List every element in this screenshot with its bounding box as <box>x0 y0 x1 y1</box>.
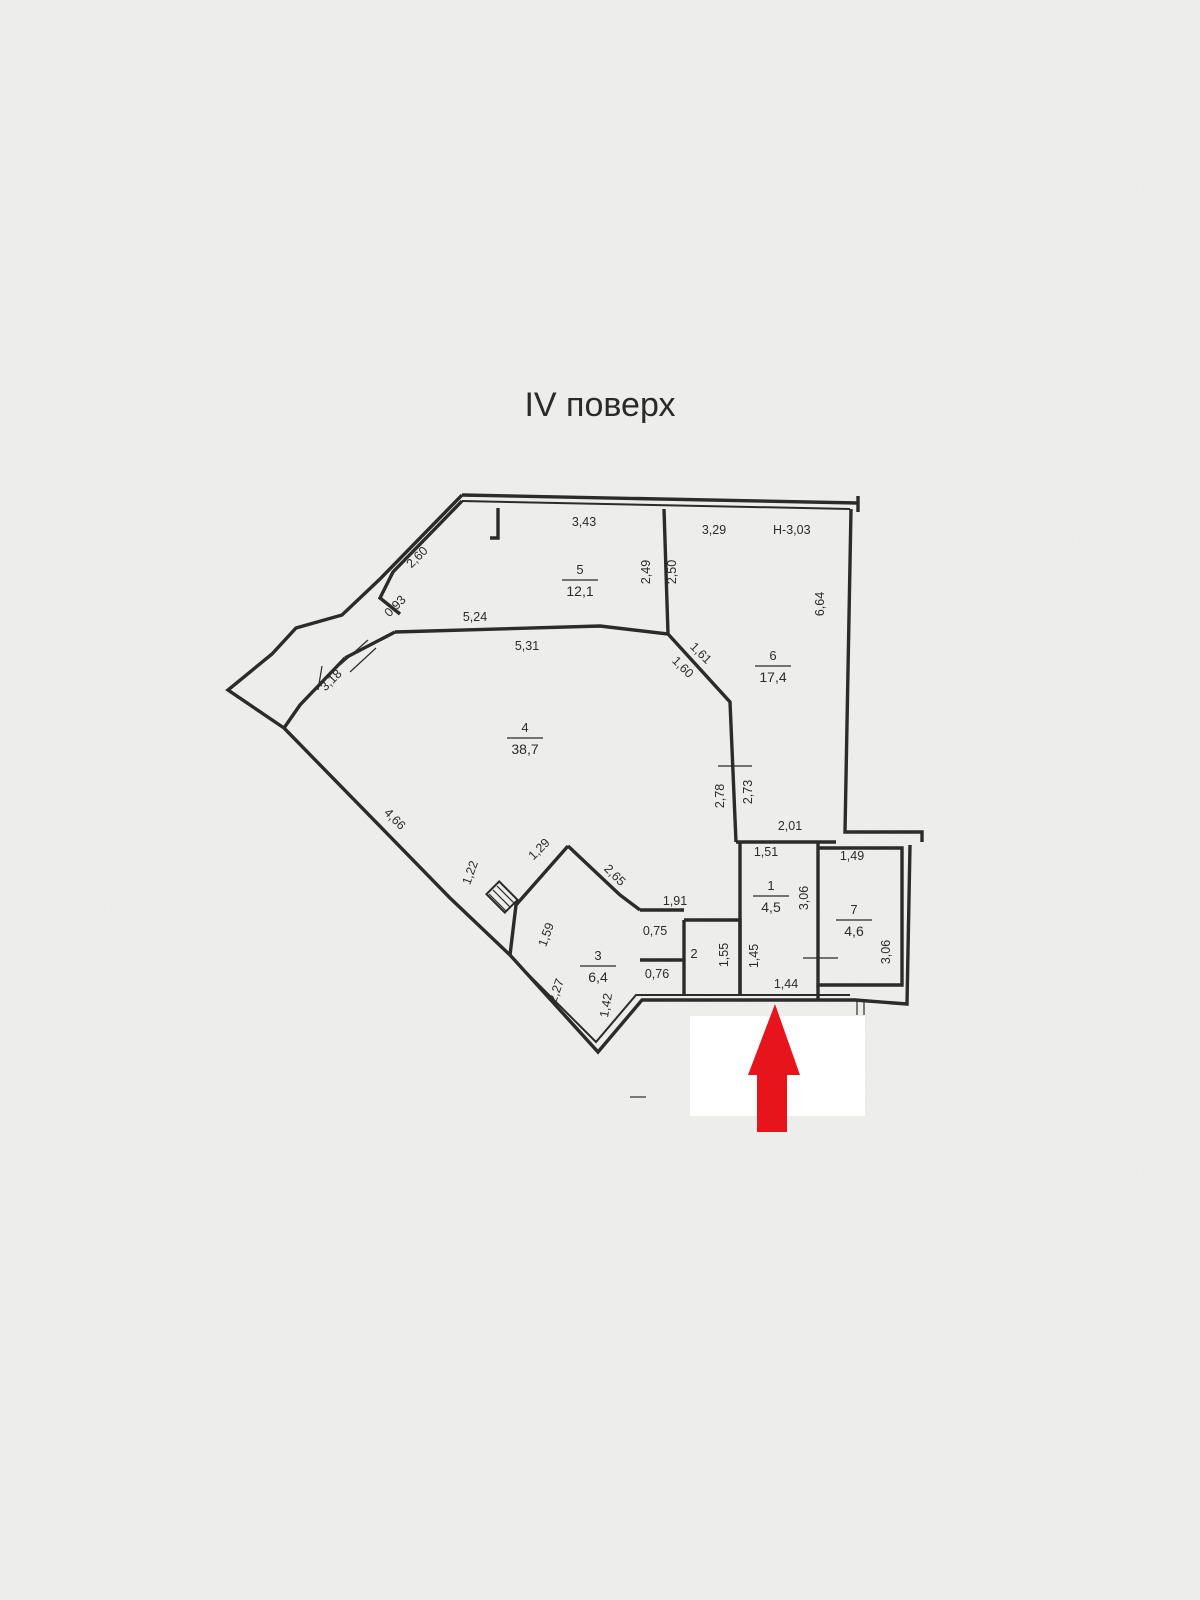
inner-walls <box>344 508 904 1000</box>
dim-0-75: 0,75 <box>643 924 667 938</box>
svg-text:6,4: 6,4 <box>588 969 608 985</box>
plan-details <box>317 639 865 1098</box>
room-1-label: 1 4,5 <box>753 878 789 915</box>
dim-3-06-a: 3,06 <box>797 886 811 910</box>
dim-1-59: 1,59 <box>536 921 557 949</box>
svg-text:4,6: 4,6 <box>844 923 864 939</box>
room-3-label: 3 6,4 <box>580 948 616 985</box>
ceiling-height-label: H-3,03 <box>773 523 811 537</box>
dim-1-44: 1,44 <box>774 977 798 991</box>
dimension-labels: 3,43 3,29 2,49 2,50 6,64 5,24 5,31 1,61 … <box>318 515 893 1019</box>
dim-1-49: 1,49 <box>840 849 864 863</box>
dim-1-91: 1,91 <box>663 894 687 908</box>
dim-2-60: 2,60 <box>404 544 431 571</box>
svg-text:5: 5 <box>576 562 583 577</box>
svg-text:3: 3 <box>594 948 601 963</box>
dim-3-29: 3,29 <box>702 523 726 537</box>
dim-3-06-b: 3,06 <box>879 940 893 964</box>
svg-text:7: 7 <box>850 902 857 917</box>
dim-0-76: 0,76 <box>645 967 669 981</box>
svg-text:2: 2 <box>690 946 697 961</box>
svg-text:1: 1 <box>767 878 774 893</box>
dim-1-60: 1,60 <box>669 654 696 681</box>
outer-walls <box>225 493 924 1055</box>
dim-2-50: 2,50 <box>665 560 679 584</box>
dim-2-65: 2,65 <box>601 862 628 889</box>
dim-2-27: 2,27 <box>546 977 567 1005</box>
dim-5-24: 5,24 <box>463 610 487 624</box>
svg-text:4,5: 4,5 <box>761 899 781 915</box>
dim-2-73: 2,73 <box>741 780 755 804</box>
svg-text:4: 4 <box>521 720 528 735</box>
svg-text:6: 6 <box>769 648 776 663</box>
dim-2-01: 2,01 <box>778 819 802 833</box>
svg-text:38,7: 38,7 <box>511 741 538 757</box>
room-4-label: 4 38,7 <box>507 720 543 757</box>
svg-text:12,1: 12,1 <box>566 583 593 599</box>
room-7-label: 7 4,6 <box>836 902 872 939</box>
dim-4-66: 4,66 <box>381 806 408 833</box>
svg-text:17,4: 17,4 <box>759 669 786 685</box>
dim-6-64: 6,64 <box>813 592 827 616</box>
entrance-arrow-icon <box>748 1004 800 1132</box>
dim-0-93: 0,93 <box>382 593 409 620</box>
dim-1-22: 1,22 <box>460 859 481 887</box>
dim-1-61: 1,61 <box>687 640 714 667</box>
dim-2-78: 2,78 <box>713 784 727 808</box>
dim-1-51: 1,51 <box>754 845 778 859</box>
room-2-label: 2 <box>690 946 697 961</box>
room-5-label: 5 12,1 <box>562 562 598 599</box>
dim-3-43: 3,43 <box>572 515 596 529</box>
room-6-label: 6 17,4 <box>755 648 791 685</box>
dim-1-55: 1,55 <box>717 943 731 967</box>
floor-title: IV поверх <box>524 386 676 424</box>
dim-5-31: 5,31 <box>515 639 539 653</box>
room-labels: 5 12,1 6 17,4 4 38,7 1 4,5 7 4,6 3 6,4 <box>507 562 872 985</box>
dim-1-42: 1,42 <box>597 992 615 1018</box>
dim-2-49: 2,49 <box>639 560 653 584</box>
dim-1-45: 1,45 <box>747 944 761 968</box>
dim-1-29: 1,29 <box>526 836 553 863</box>
